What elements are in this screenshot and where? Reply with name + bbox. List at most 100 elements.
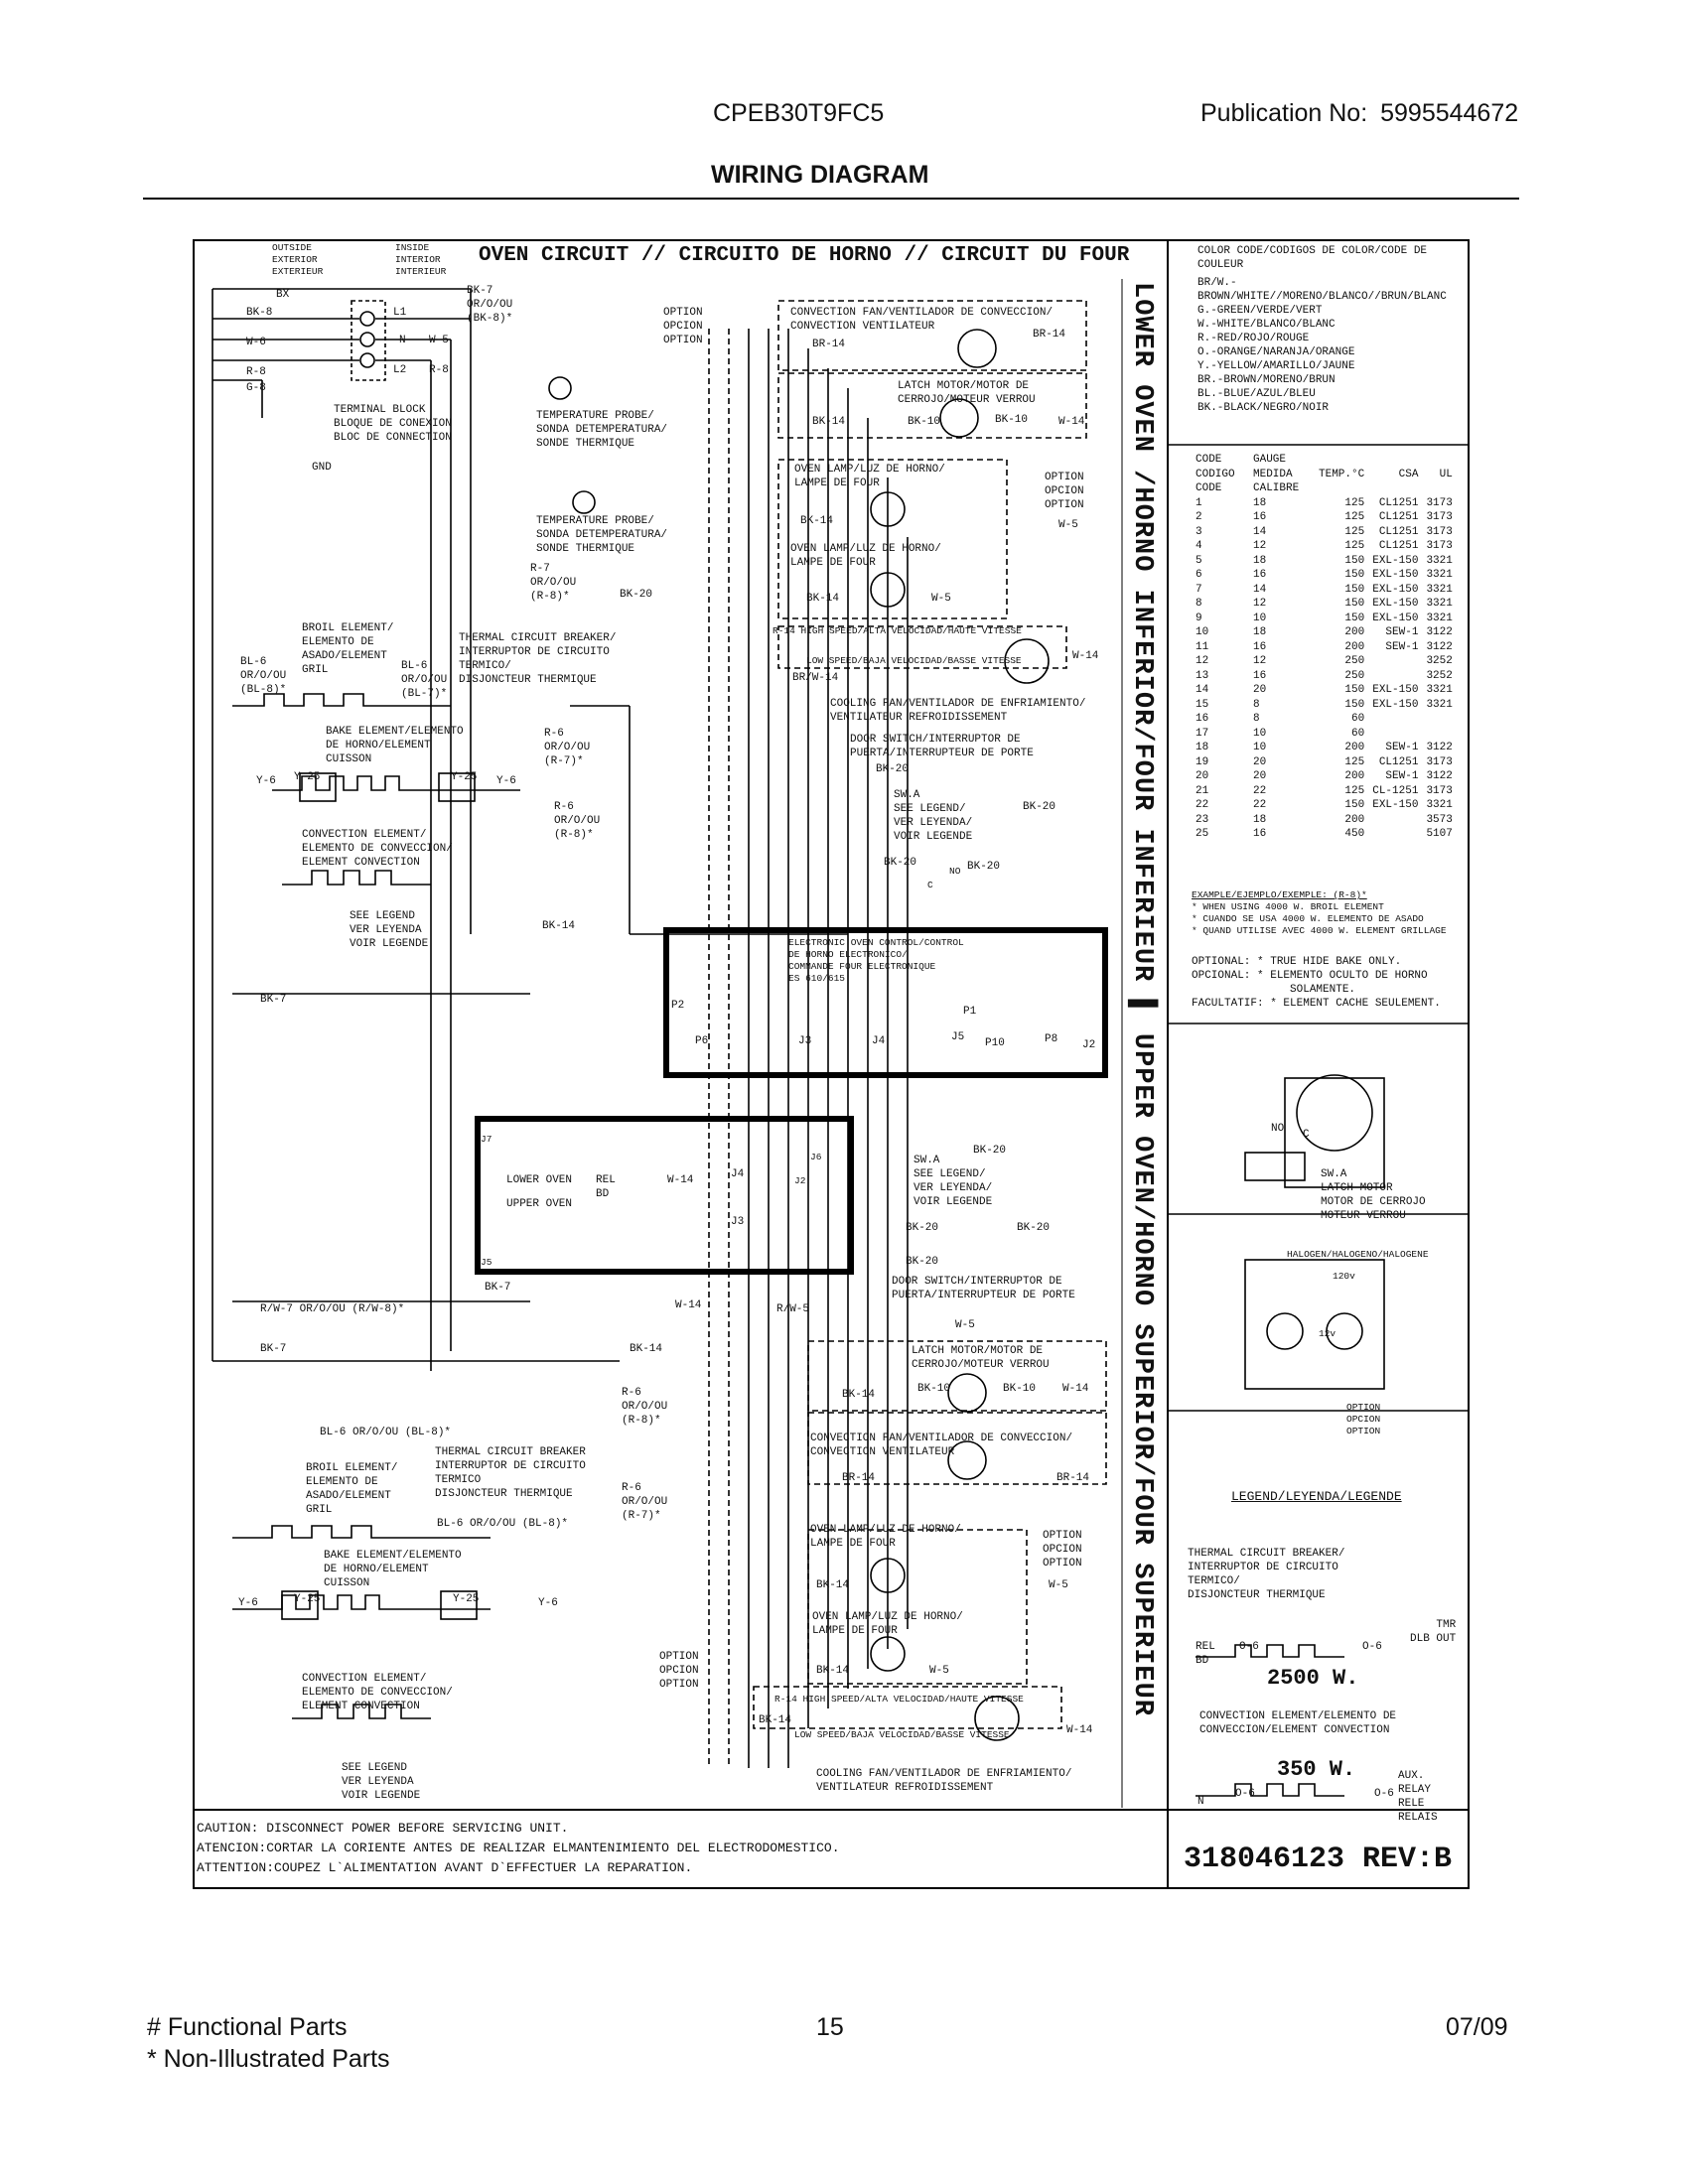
terminal-block-label: TERMINAL BLOCK BLOQUE DE CONEXION BLOC D… bbox=[334, 404, 452, 444]
color-code-entry: R.-RED/ROJO/ROUGE bbox=[1197, 333, 1310, 344]
wire-label: Y-6 bbox=[256, 775, 276, 787]
switch-legend-label: SW.A SEE LEGEND/ VER LEYENDA/ VOIR LEGEN… bbox=[894, 789, 973, 843]
table-cell: 200 bbox=[1344, 770, 1365, 782]
table-cell: 20 bbox=[1253, 684, 1267, 696]
halogen-option-line: OPTION bbox=[1346, 1426, 1381, 1436]
table-cell: 8 bbox=[1196, 598, 1202, 610]
terminal-n-label: N bbox=[399, 335, 406, 346]
table-cell: 3173 bbox=[1426, 540, 1453, 552]
color-code-entry: BL.-BLUE/AZUL/BLEU bbox=[1197, 388, 1316, 400]
example-heading: EXAMPLE/EJEMPLO/EXEMPLE: (R-8)* bbox=[1192, 889, 1367, 900]
oven-lamp-label: OVEN LAMP/LUZ DE HORNO/ LAMPE DE FOUR bbox=[812, 1611, 963, 1637]
wire-label: R-8 bbox=[246, 366, 266, 378]
connector-j6: J6 bbox=[810, 1152, 822, 1162]
wire-label: W-14 bbox=[1062, 1383, 1089, 1395]
wire-label: W-5 bbox=[929, 1665, 949, 1677]
table-cell: 12 bbox=[1196, 655, 1209, 667]
color-code-entry: G.-GREEN/VERDE/VERT bbox=[1197, 305, 1323, 317]
wire-label: BK-8 bbox=[246, 307, 273, 319]
wire-label: BR-14 bbox=[1056, 1472, 1090, 1484]
table-cell: 60 bbox=[1351, 713, 1365, 725]
relay-bd-label: REL BD bbox=[596, 1174, 616, 1200]
publication-label: Publication No: 5995544672 bbox=[1200, 99, 1518, 128]
legend-breaker-line: INTERRUPTOR DE CIRCUITO bbox=[1188, 1562, 1338, 1573]
table-cell: 16 bbox=[1196, 713, 1209, 725]
legend-heading: LEGEND/LEYENDA/LEGENDE bbox=[1231, 1489, 1402, 1504]
bx-label: BX bbox=[276, 289, 290, 301]
table-cell: 3173 bbox=[1426, 525, 1453, 538]
wire-label: BK-7 OR/O/OU (BK-8)* bbox=[467, 285, 513, 325]
option-label: OPTION OPCION OPTION bbox=[659, 1651, 699, 1691]
wire-label: BK-20 bbox=[967, 861, 1001, 873]
table-cell: 16 bbox=[1253, 828, 1267, 840]
legend-breaker-line: DISJONCTEUR THERMIQUE bbox=[1188, 1589, 1326, 1601]
wire-label: Y-25 bbox=[451, 771, 478, 783]
table-cell: 150 bbox=[1344, 612, 1365, 624]
table-cell bbox=[1368, 727, 1422, 742]
table-cell: 20 bbox=[1253, 770, 1267, 782]
color-code-entry: O.-ORANGE/NARANJA/ORANGE bbox=[1197, 346, 1355, 358]
diagram-frame bbox=[193, 239, 1470, 1889]
table-cell: 3 bbox=[1196, 525, 1202, 538]
electronic-control-label: ELECTRONIC OVEN CONTROL/CONTROL DE HORNO… bbox=[788, 937, 964, 984]
legend-aux: AUX. RELAY RELE RELAIS bbox=[1398, 1769, 1438, 1825]
table-cell: 16 bbox=[1253, 669, 1267, 682]
table-cell: EXL-150 bbox=[1372, 684, 1419, 696]
caution-line: ATTENTION:COUPEZ L`ALIMENTATION AVANT D`… bbox=[197, 1860, 693, 1875]
table-cell: 12 bbox=[1253, 655, 1267, 667]
table-cell: 22 bbox=[1196, 799, 1209, 811]
fan-low-speed-label: LOW SPEED/BAJA VELOCIDAD/BASSE VITESSE bbox=[794, 1729, 1010, 1740]
latch-c-label: C bbox=[1303, 1129, 1310, 1141]
table-header-row: CODE CODIGO CODE GAUGE MEDIDA CALIBRE TE… bbox=[1192, 453, 1457, 496]
wire-label: BK-10 bbox=[1003, 1383, 1037, 1395]
legend-convection: CONVECTION ELEMENT/ELEMENTO DE CONVECCIO… bbox=[1199, 1709, 1396, 1737]
table-header-cell: CODE CODIGO CODE bbox=[1196, 454, 1235, 494]
lower-oven-relay-label: LOWER OVEN bbox=[506, 1174, 573, 1186]
table-cell: 3321 bbox=[1426, 569, 1453, 581]
table-cell: 125 bbox=[1344, 540, 1365, 552]
legend-wire-label-4: O-6 bbox=[1374, 1788, 1394, 1800]
halogen-option-line: OPTION bbox=[1346, 1402, 1381, 1413]
table-cell: 2 bbox=[1196, 511, 1202, 523]
convection-fan-label: CONVECTION FAN/VENTILADOR DE CONVECCION/… bbox=[790, 307, 1054, 333]
table-cell: 3173 bbox=[1426, 511, 1453, 523]
title-rule bbox=[143, 198, 1519, 200]
table-cell: 150 bbox=[1344, 684, 1365, 696]
connector-j3: J3 bbox=[798, 1035, 812, 1047]
table-cell: 150 bbox=[1344, 598, 1365, 610]
broil-element-label: BROIL ELEMENT/ ELEMENTO DE ASADO/ELEMENT… bbox=[306, 1462, 398, 1516]
optional-line: OPTIONAL: * TRUE HIDE BAKE ONLY. bbox=[1192, 956, 1402, 968]
wire-label: BK-20 bbox=[884, 857, 917, 869]
table-cell: 1 bbox=[1196, 496, 1202, 509]
table-cell: 3321 bbox=[1426, 554, 1453, 567]
latch-motor-label: LATCH MOTOR/MOTOR DE CERROJO/MOTEUR VERR… bbox=[912, 1345, 1050, 1371]
revision-date: 07/09 bbox=[1446, 2013, 1508, 2041]
table-cell: 10 bbox=[1253, 727, 1267, 740]
wire-label: Y-25 bbox=[294, 771, 321, 783]
table-cell: 16 bbox=[1253, 569, 1267, 581]
wire-label: W-14 bbox=[675, 1299, 702, 1311]
color-code-entry: BR/W.-BROWN/WHITE//MORENO/BLANCO//BRUN/B… bbox=[1197, 277, 1447, 303]
table-cell: 22 bbox=[1253, 784, 1267, 797]
wire-label: BK-14 bbox=[812, 416, 846, 428]
wire-label: BK-20 bbox=[973, 1145, 1007, 1157]
electronic-oven-control-board bbox=[663, 927, 1108, 1078]
wire-label: R/W-5 bbox=[776, 1303, 810, 1315]
table-cell bbox=[1368, 813, 1422, 828]
halogen-option: OPTION OPCION OPTION bbox=[1346, 1402, 1380, 1437]
table-cell bbox=[1368, 654, 1422, 669]
table-cell: 18 bbox=[1253, 813, 1267, 826]
table-cell: 250 bbox=[1344, 655, 1365, 667]
vertical-oven-title: LOWER OVEN /HORNO INFERIOR/FOUR INFERIEU… bbox=[1127, 282, 1157, 1717]
optional-block: OPTIONAL: * TRUE HIDE BAKE ONLY. OPCIONA… bbox=[1192, 955, 1441, 1011]
wire-label: W-5 bbox=[931, 593, 951, 605]
table-cell: 60 bbox=[1351, 727, 1365, 740]
table-cell: 10 bbox=[1253, 612, 1267, 624]
